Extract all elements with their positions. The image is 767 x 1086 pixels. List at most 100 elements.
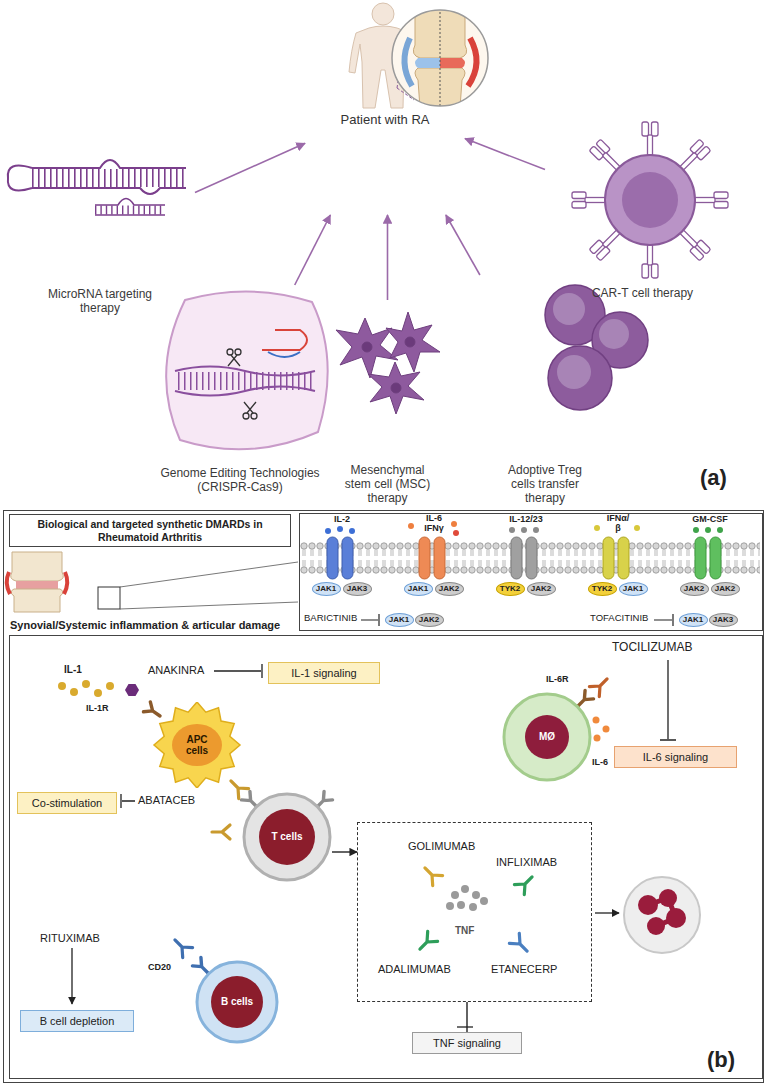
crispr-cell — [235, 349, 241, 355]
human-figure — [372, 3, 394, 25]
knee-joint-inset — [415, 58, 440, 68]
knee-joint-inset — [404, 8, 476, 108]
cytokine-receptors — [603, 537, 614, 579]
microrna-hairpin — [8, 160, 186, 215]
node-text: MicroRNA targeting therapy — [35, 288, 165, 316]
label: RITUXIMAB — [40, 932, 100, 944]
treg-cells — [548, 346, 612, 410]
node-text: JAK1 — [683, 616, 703, 624]
jak-oval: JAK2 — [680, 582, 709, 596]
inhibition-bar — [654, 614, 673, 626]
apc-cell-shape — [154, 702, 240, 788]
b-cell-shape — [211, 976, 263, 1028]
panel-frame: (b)Biological and targeted synthetic DMA… — [3, 510, 764, 1083]
tnf-dots — [446, 902, 454, 910]
patient-region: Patient with RA — [305, 0, 465, 215]
treg-cells — [545, 285, 648, 410]
therapy-region: MicroRNA targeting therapy — [5, 150, 195, 320]
joint-icon — [98, 587, 120, 609]
crispr-cell — [228, 355, 240, 366]
connector — [295, 215, 331, 285]
label: TOCILIZUMAB — [612, 641, 692, 654]
il1-dots — [82, 680, 90, 688]
rituximab-antibody — [170, 935, 193, 958]
node-text: Genome Editing Technologies (CRISPR-Cas9… — [142, 467, 338, 495]
joint-icon — [11, 552, 64, 581]
node-text: BARICTINIB — [304, 613, 357, 623]
node-text: Patient with RA — [305, 113, 465, 128]
tnf-dots — [469, 903, 477, 911]
knee-joint-inset — [404, 38, 412, 86]
node-text: JAK2 — [684, 585, 704, 593]
crispr-cell — [175, 367, 315, 376]
connector — [387, 215, 389, 300]
cytokine-receptors — [618, 537, 629, 579]
jak-oval: JAK3 — [343, 582, 372, 596]
il1-dots — [94, 689, 102, 697]
car-t-cell — [605, 155, 695, 245]
cytokine-receptors — [710, 537, 721, 579]
crispr-cell — [166, 291, 328, 449]
jak-oval: JAK1 — [312, 582, 341, 596]
cytokine-receptors — [511, 537, 522, 579]
microrna-hairpin — [32, 188, 186, 194]
cytokine-receptors — [342, 537, 353, 579]
label: IL-6 — [592, 758, 608, 768]
knee-joint-inset — [440, 58, 465, 68]
node-text: GM-CSF — [688, 515, 732, 525]
microrna-hairpin — [95, 214, 165, 216]
tocilizumab-antibody — [589, 674, 612, 697]
neutrophil-cell — [624, 877, 700, 953]
node-text: IL-12/23 — [504, 515, 548, 525]
microrna-hairpin — [32, 160, 186, 168]
node-text: JAK2 — [715, 585, 735, 593]
msc-cells — [362, 342, 372, 352]
b-cell: B cells — [195, 960, 279, 1044]
msc-cells — [368, 362, 424, 414]
cytokine-receptors — [695, 537, 706, 579]
apc-cell-shape — [172, 724, 222, 766]
node-text: JAK2 — [439, 585, 459, 593]
node-text: TYK2 — [500, 585, 520, 593]
anakinra-molecule — [125, 684, 139, 696]
node-text: JAK2 — [531, 585, 551, 593]
il1-dots — [70, 688, 78, 696]
neutrophil-cell — [638, 895, 658, 915]
joint-icon — [7, 572, 68, 594]
car-t-cell — [642, 245, 658, 278]
node-text: JAK1 — [408, 585, 428, 593]
car-t-cell — [622, 172, 678, 228]
therapy-region: Mesenchymal stem cell (MSC) therapy — [335, 300, 440, 505]
therapy-region: CAR-T cell therapy — [545, 110, 740, 305]
node-text: JAK1 — [389, 616, 409, 624]
crispr-cell — [244, 402, 256, 413]
cytokine-receptors — [434, 537, 445, 579]
macrophage-cell-shape — [504, 694, 590, 780]
treg-cells — [557, 355, 591, 389]
connector — [465, 139, 545, 170]
knee-joint-inset — [392, 10, 488, 106]
connector — [195, 143, 305, 192]
tnf-dots — [451, 891, 459, 899]
microrna-hairpin — [8, 166, 32, 191]
il6-dots — [593, 717, 610, 742]
abatacept-antibody — [226, 776, 249, 799]
effect-arrow — [595, 912, 619, 913]
msc-cells — [391, 383, 401, 393]
label: ABATACEB — [138, 794, 195, 806]
cytokine-dots — [533, 527, 539, 533]
t-cell: T cells — [242, 792, 332, 882]
header-box: Biological and targeted synthetic DMARDs… — [9, 514, 291, 547]
treg-cells — [553, 293, 585, 325]
cytokine-receptors — [526, 537, 537, 579]
node-text: B cell depletion — [40, 1015, 115, 1027]
label: IL-1 — [64, 664, 82, 675]
node-text: TOFACITINIB — [590, 613, 648, 623]
neutrophil-cell — [666, 908, 686, 928]
node-text: GOLIMUMAB — [408, 840, 475, 852]
label: IL-1R — [86, 704, 109, 714]
label: IL-6R — [546, 675, 569, 685]
knee-joint-inset — [392, 8, 488, 108]
jak-oval: JAK1 — [404, 582, 433, 596]
